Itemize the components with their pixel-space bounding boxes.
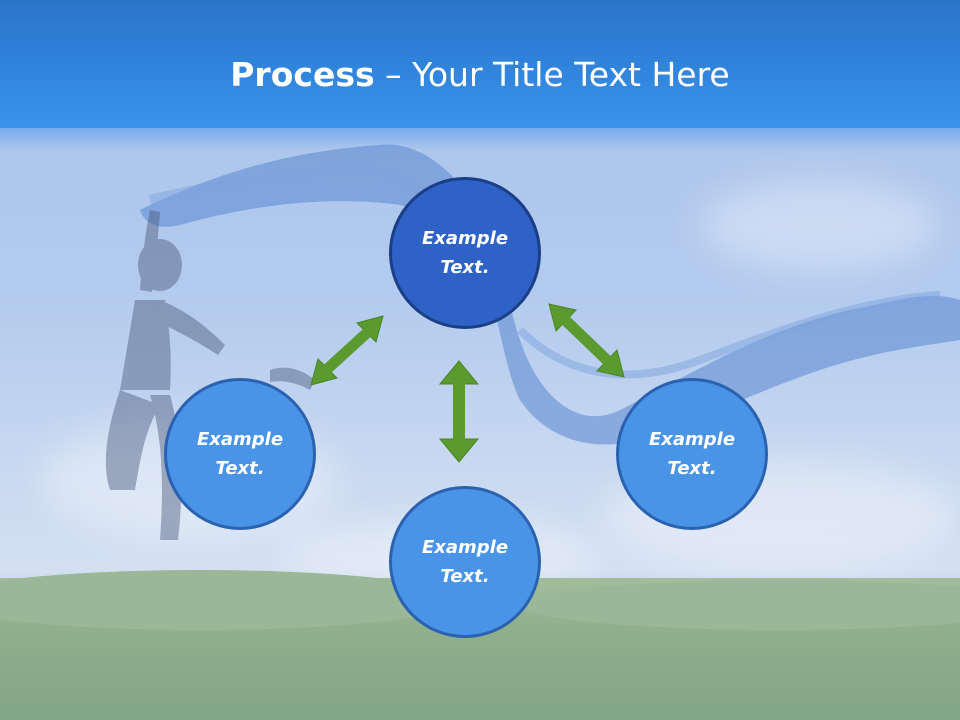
process-node-bottom: Example Text. (389, 486, 541, 638)
double-arrow-vertical (438, 360, 480, 463)
process-node-label: Example Text. (421, 228, 509, 278)
grass-hill (0, 570, 460, 630)
process-node-left: Example Text. (164, 378, 316, 530)
process-node-top: Example Text. (389, 177, 541, 329)
title-bar-fade (0, 128, 960, 150)
double-arrow-top-left (310, 315, 384, 386)
cloud (700, 180, 940, 270)
process-node-label: Example Text. (648, 429, 736, 479)
double-arrow-top-right (548, 303, 625, 378)
process-node-label: Example Text. (196, 429, 284, 479)
grass-hill (520, 580, 960, 630)
process-node-right: Example Text. (616, 378, 768, 530)
slide-title: Process – Your Title Text Here (0, 52, 960, 98)
title-rest-text: – Your Title Text Here (374, 55, 730, 94)
process-node-label: Example Text. (421, 537, 509, 587)
title-strong-text: Process (230, 55, 375, 94)
title-bar (0, 0, 960, 128)
